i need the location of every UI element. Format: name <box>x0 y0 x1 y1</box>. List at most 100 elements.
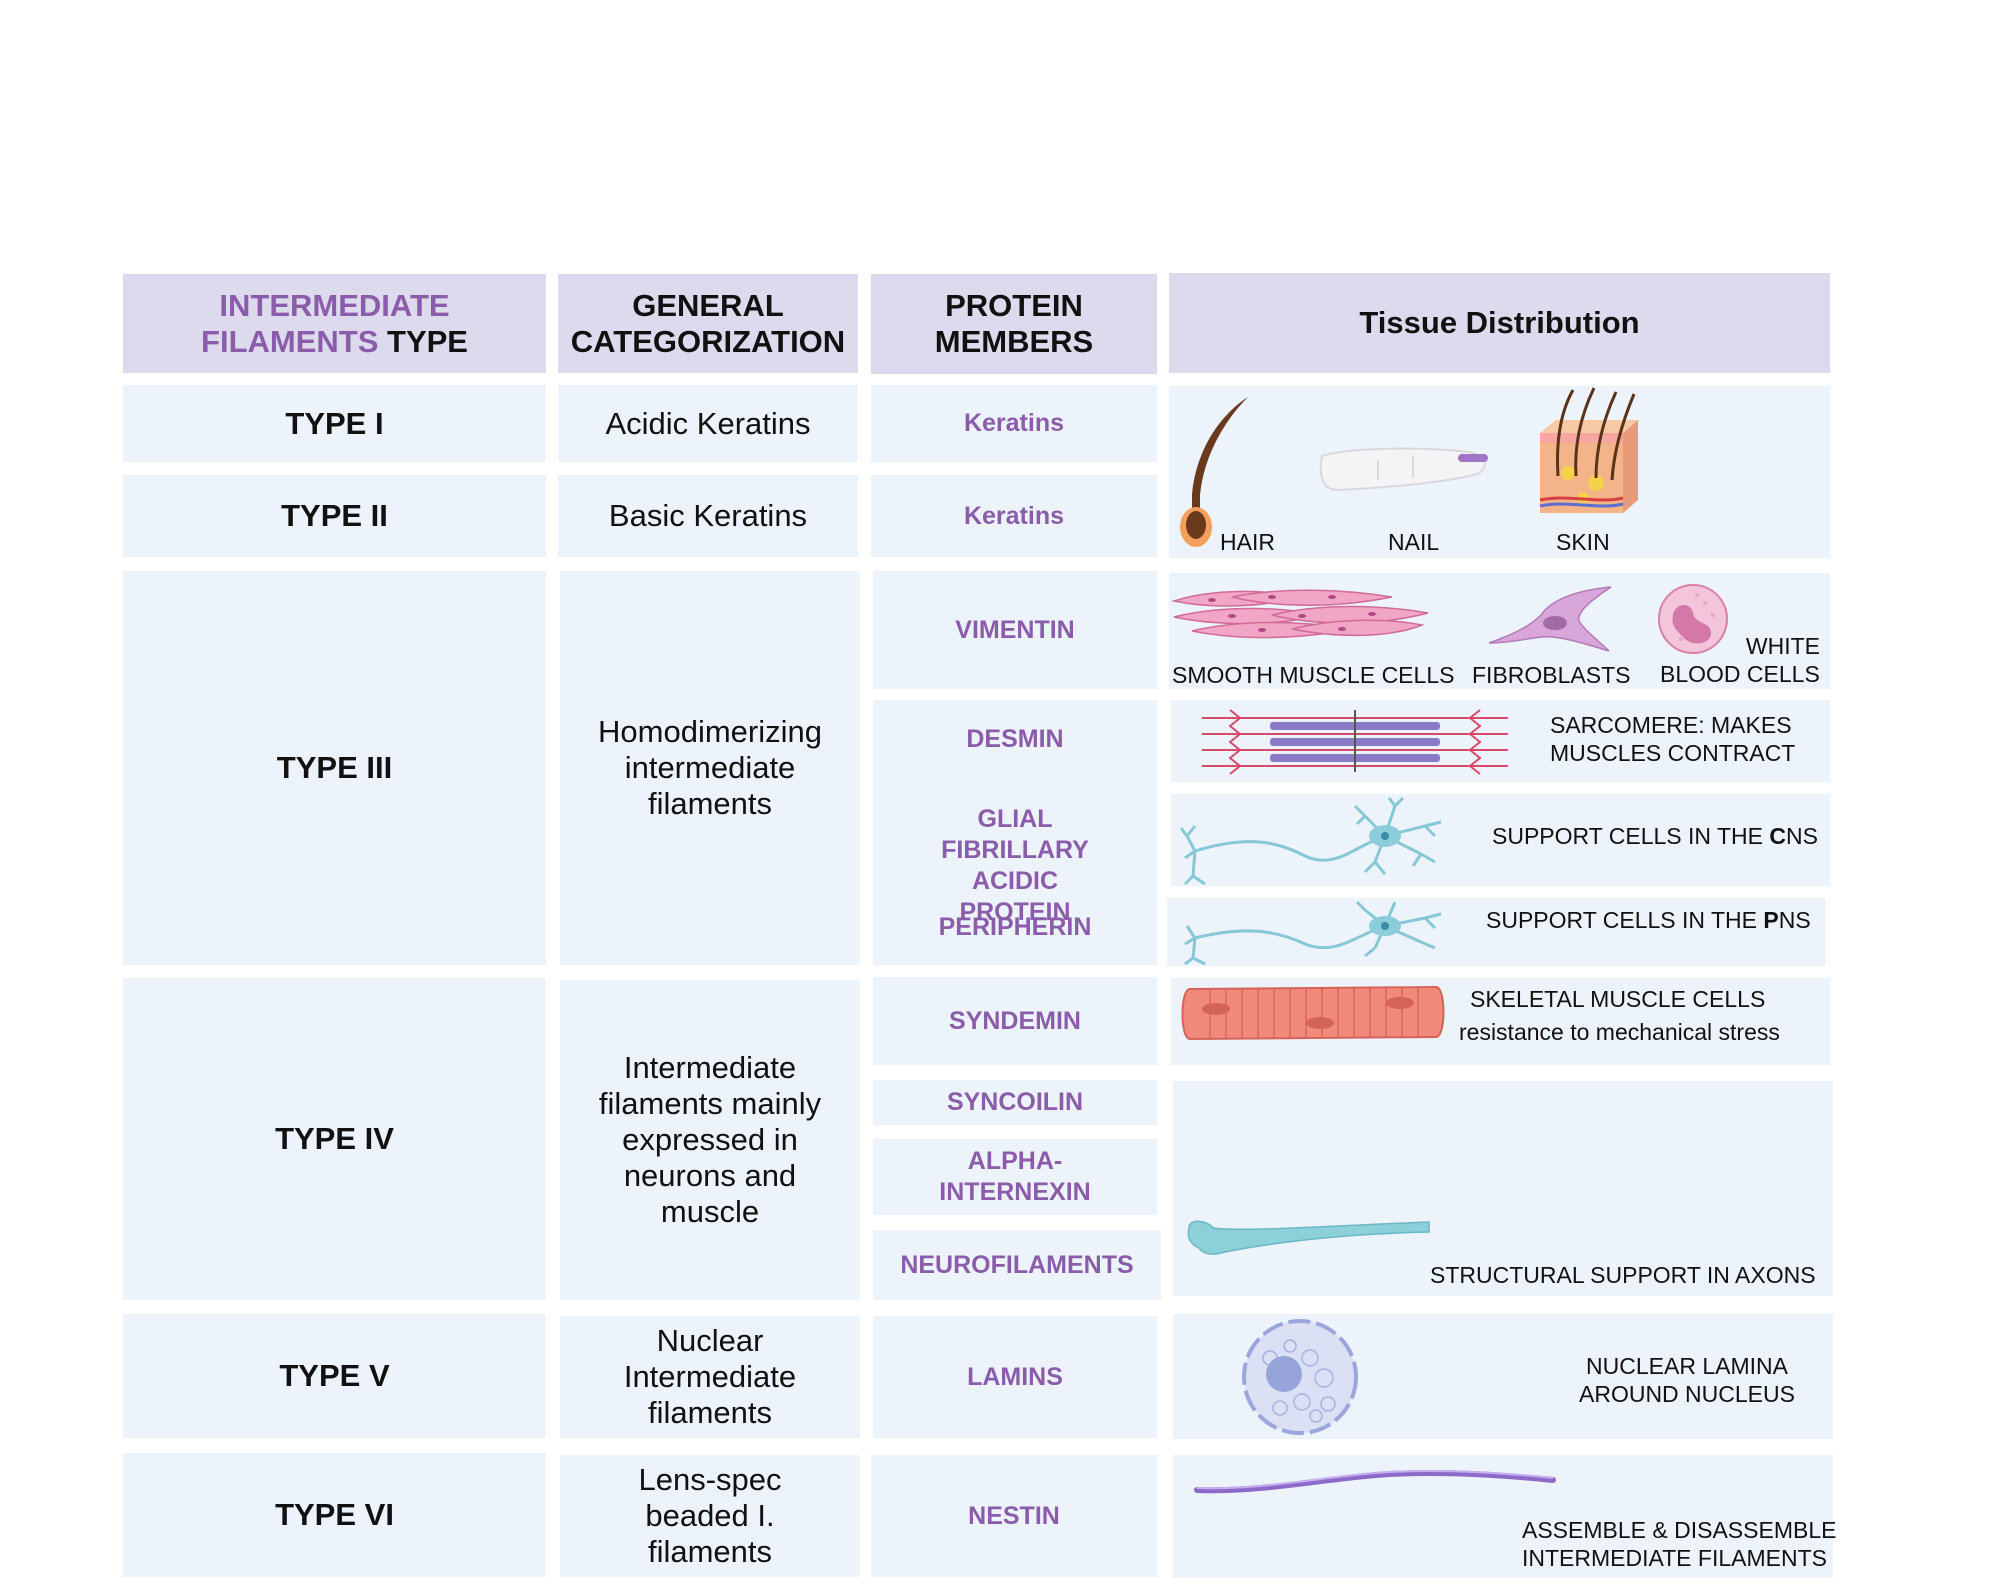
label-sarcomere-line2: MUSCLES CONTRACT <box>1550 740 1796 766</box>
type-label: TYPE VI <box>275 1497 394 1532</box>
type-cell-3: TYPE III <box>123 571 546 965</box>
label-wbc-line1: WHITE <box>1745 633 1820 659</box>
tissue-cell-gfap <box>1171 794 1830 886</box>
category-label: Acidic Keratins <box>605 405 811 441</box>
label-sarcomere: SARCOMERE: MAKES MUSCLES CONTRACT <box>1550 711 1795 767</box>
sarcomere-icon <box>1202 709 1508 775</box>
category-cell-5: Nuclear Intermediate filaments <box>560 1316 860 1438</box>
type-label: TYPE III <box>276 750 393 785</box>
category-cell-3: Homodimerizing intermediate filaments <box>560 571 860 965</box>
header-tissue-text: Tissue Distribution <box>1359 305 1640 340</box>
tissue-cell-keratins <box>1169 386 1830 558</box>
category-cell-2: Basic Keratins <box>558 475 858 557</box>
label-pns-prefix: SUPPORT CELLS IN THE <box>1486 907 1764 933</box>
header-filament-type: INTERMEDIATE FILAMENTS TYPE <box>123 274 546 373</box>
type-label: TYPE II <box>281 498 388 533</box>
type-cell-2: TYPE II <box>123 475 546 557</box>
label-sarcomere-line1: SARCOMERE: MAKES <box>1550 712 1792 738</box>
label-fibroblasts: FIBROBLASTS <box>1472 662 1631 688</box>
type-cell-6: TYPE VI <box>123 1453 546 1577</box>
smooth-muscle-icon <box>1171 589 1429 639</box>
category-cell-1: Acidic Keratins <box>558 385 858 462</box>
protein-cell-syncoilin: SYNCOILIN <box>873 1080 1157 1125</box>
label-cns-suffix: NS <box>1786 823 1818 849</box>
protein-label: Keratins <box>963 501 1065 530</box>
protein-label: NESTIN <box>968 1501 1060 1530</box>
protein-label: NEUROFILAMENTS <box>900 1250 1134 1279</box>
protein-cell-desmin-group: DESMIN GLIAL FIBRILLARY ACIDIC PROTEIN P… <box>873 700 1157 965</box>
label-pns-bold: P <box>1763 907 1779 933</box>
category-label: Intermediate filaments mainly expressed … <box>598 1050 822 1229</box>
nail-icon <box>1319 447 1488 492</box>
label-wbc-line2: BLOOD CELLS <box>1660 661 1820 687</box>
type-label: TYPE V <box>279 1358 390 1393</box>
protein-cell-syndemin: SYNDEMIN <box>873 977 1157 1065</box>
nestin-filament-icon <box>1194 1470 1556 1494</box>
header-protein-text: PROTEIN MEMBERS <box>934 288 1094 359</box>
label-pns-suffix: NS <box>1778 907 1811 933</box>
label-skin: SKIN <box>1556 529 1610 555</box>
label-assemble: ASSEMBLE & DISASSEMBLE INTERMEDIATE FILA… <box>1522 1516 1836 1572</box>
type-cell-4: TYPE IV <box>123 978 546 1300</box>
protein-cell-keratins-2: Keratins <box>871 475 1157 557</box>
type-cell-5: TYPE V <box>123 1314 546 1438</box>
label-nuclear-lamina: NUCLEAR LAMINA AROUND NUCLEUS <box>1562 1352 1812 1408</box>
header-filament-type-line2a: FILAMENTS <box>201 323 379 359</box>
tissue-cell-neurofilaments <box>1173 1081 1833 1296</box>
label-white-blood-cells: WHITE BLOOD CELLS <box>1660 632 1820 688</box>
protein-label-gfap: GLIAL FIBRILLARY ACIDIC PROTEIN <box>941 805 1089 926</box>
label-lamina-line1: NUCLEAR LAMINA <box>1586 1353 1788 1379</box>
skin-icon <box>1539 387 1638 513</box>
white-blood-cell-icon <box>1658 584 1728 654</box>
tissue-cell-peripherin <box>1167 898 1826 966</box>
type-label: TYPE IV <box>275 1121 394 1156</box>
protein-label: LAMINS <box>967 1362 1063 1391</box>
protein-label: SYNCOILIN <box>946 1088 1084 1116</box>
header-protein-members: PROTEIN MEMBERS <box>871 274 1157 374</box>
skeletal-muscle-icon <box>1181 985 1445 1041</box>
category-label: Basic Keratins <box>608 498 808 533</box>
fibroblast-icon <box>1488 586 1612 652</box>
protein-cell-keratins-1: Keratins <box>871 385 1157 462</box>
protein-cell-nestin: NESTIN <box>871 1455 1157 1577</box>
label-assemble-line2: INTERMEDIATE FILAMENTS <box>1522 1545 1827 1571</box>
label-hair: HAIR <box>1220 529 1275 555</box>
label-cns-prefix: SUPPORT CELLS IN THE <box>1492 823 1770 849</box>
label-lamina-line2: AROUND NUCLEUS <box>1579 1381 1795 1407</box>
neuron-icon <box>1184 900 1442 966</box>
protein-cell-lamins: LAMINS <box>873 1316 1157 1438</box>
header-filament-type-line1: INTERMEDIATE <box>219 287 450 323</box>
protein-cell-alpha-internexin: ALPHA-INTERNEXIN <box>873 1139 1157 1215</box>
category-label: Homodimerizing intermediate filaments <box>598 714 822 821</box>
protein-label: SYNDEMIN <box>949 1006 1081 1035</box>
label-skeletal-muscle-desc: resistance to mechanical stress <box>1459 1019 1780 1045</box>
protein-cell-neurofilaments: NEUROFILAMENTS <box>873 1230 1161 1300</box>
neuron-icon <box>1179 796 1442 886</box>
label-cns: SUPPORT CELLS IN THE CNS <box>1492 822 1818 850</box>
type-cell-1: TYPE I <box>123 385 546 462</box>
hair-icon <box>1180 397 1248 547</box>
protein-label-peripherin: PERIPHERIN <box>938 913 1092 941</box>
label-skeletal-muscle-title: SKELETAL MUSCLE CELLS <box>1470 986 1766 1012</box>
category-label: Lens-spec beaded I. filaments <box>638 1462 782 1569</box>
protein-label: VIMENTIN <box>955 615 1075 644</box>
protein-cell-vimentin: VIMENTIN <box>873 571 1157 689</box>
header-categorization-text: GENERAL CATEGORIZATION <box>570 287 846 359</box>
type-label: TYPE I <box>285 405 384 441</box>
protein-label: Keratins <box>963 409 1065 437</box>
label-pns: SUPPORT CELLS IN THE PNS <box>1486 906 1811 934</box>
protein-label-desmin: DESMIN <box>966 725 1064 753</box>
category-label: Nuclear Intermediate filaments <box>623 1323 797 1430</box>
label-smooth-muscle: SMOOTH MUSCLE CELLS <box>1172 662 1455 688</box>
nucleus-icon <box>1242 1319 1358 1435</box>
header-tissue-distribution: Tissue Distribution <box>1169 273 1830 373</box>
axon-icon <box>1187 1220 1430 1255</box>
label-nail: NAIL <box>1388 529 1440 555</box>
category-cell-6: Lens-spec beaded I. filaments <box>560 1455 860 1577</box>
label-cns-bold: C <box>1769 823 1786 849</box>
header-categorization: GENERAL CATEGORIZATION <box>558 274 858 373</box>
label-axons: STRUCTURAL SUPPORT IN AXONS <box>1430 1262 1816 1288</box>
label-assemble-line1: ASSEMBLE & DISASSEMBLE <box>1522 1517 1837 1543</box>
header-filament-type-line2b: TYPE <box>378 323 468 359</box>
category-cell-4: Intermediate filaments mainly expressed … <box>560 980 860 1300</box>
